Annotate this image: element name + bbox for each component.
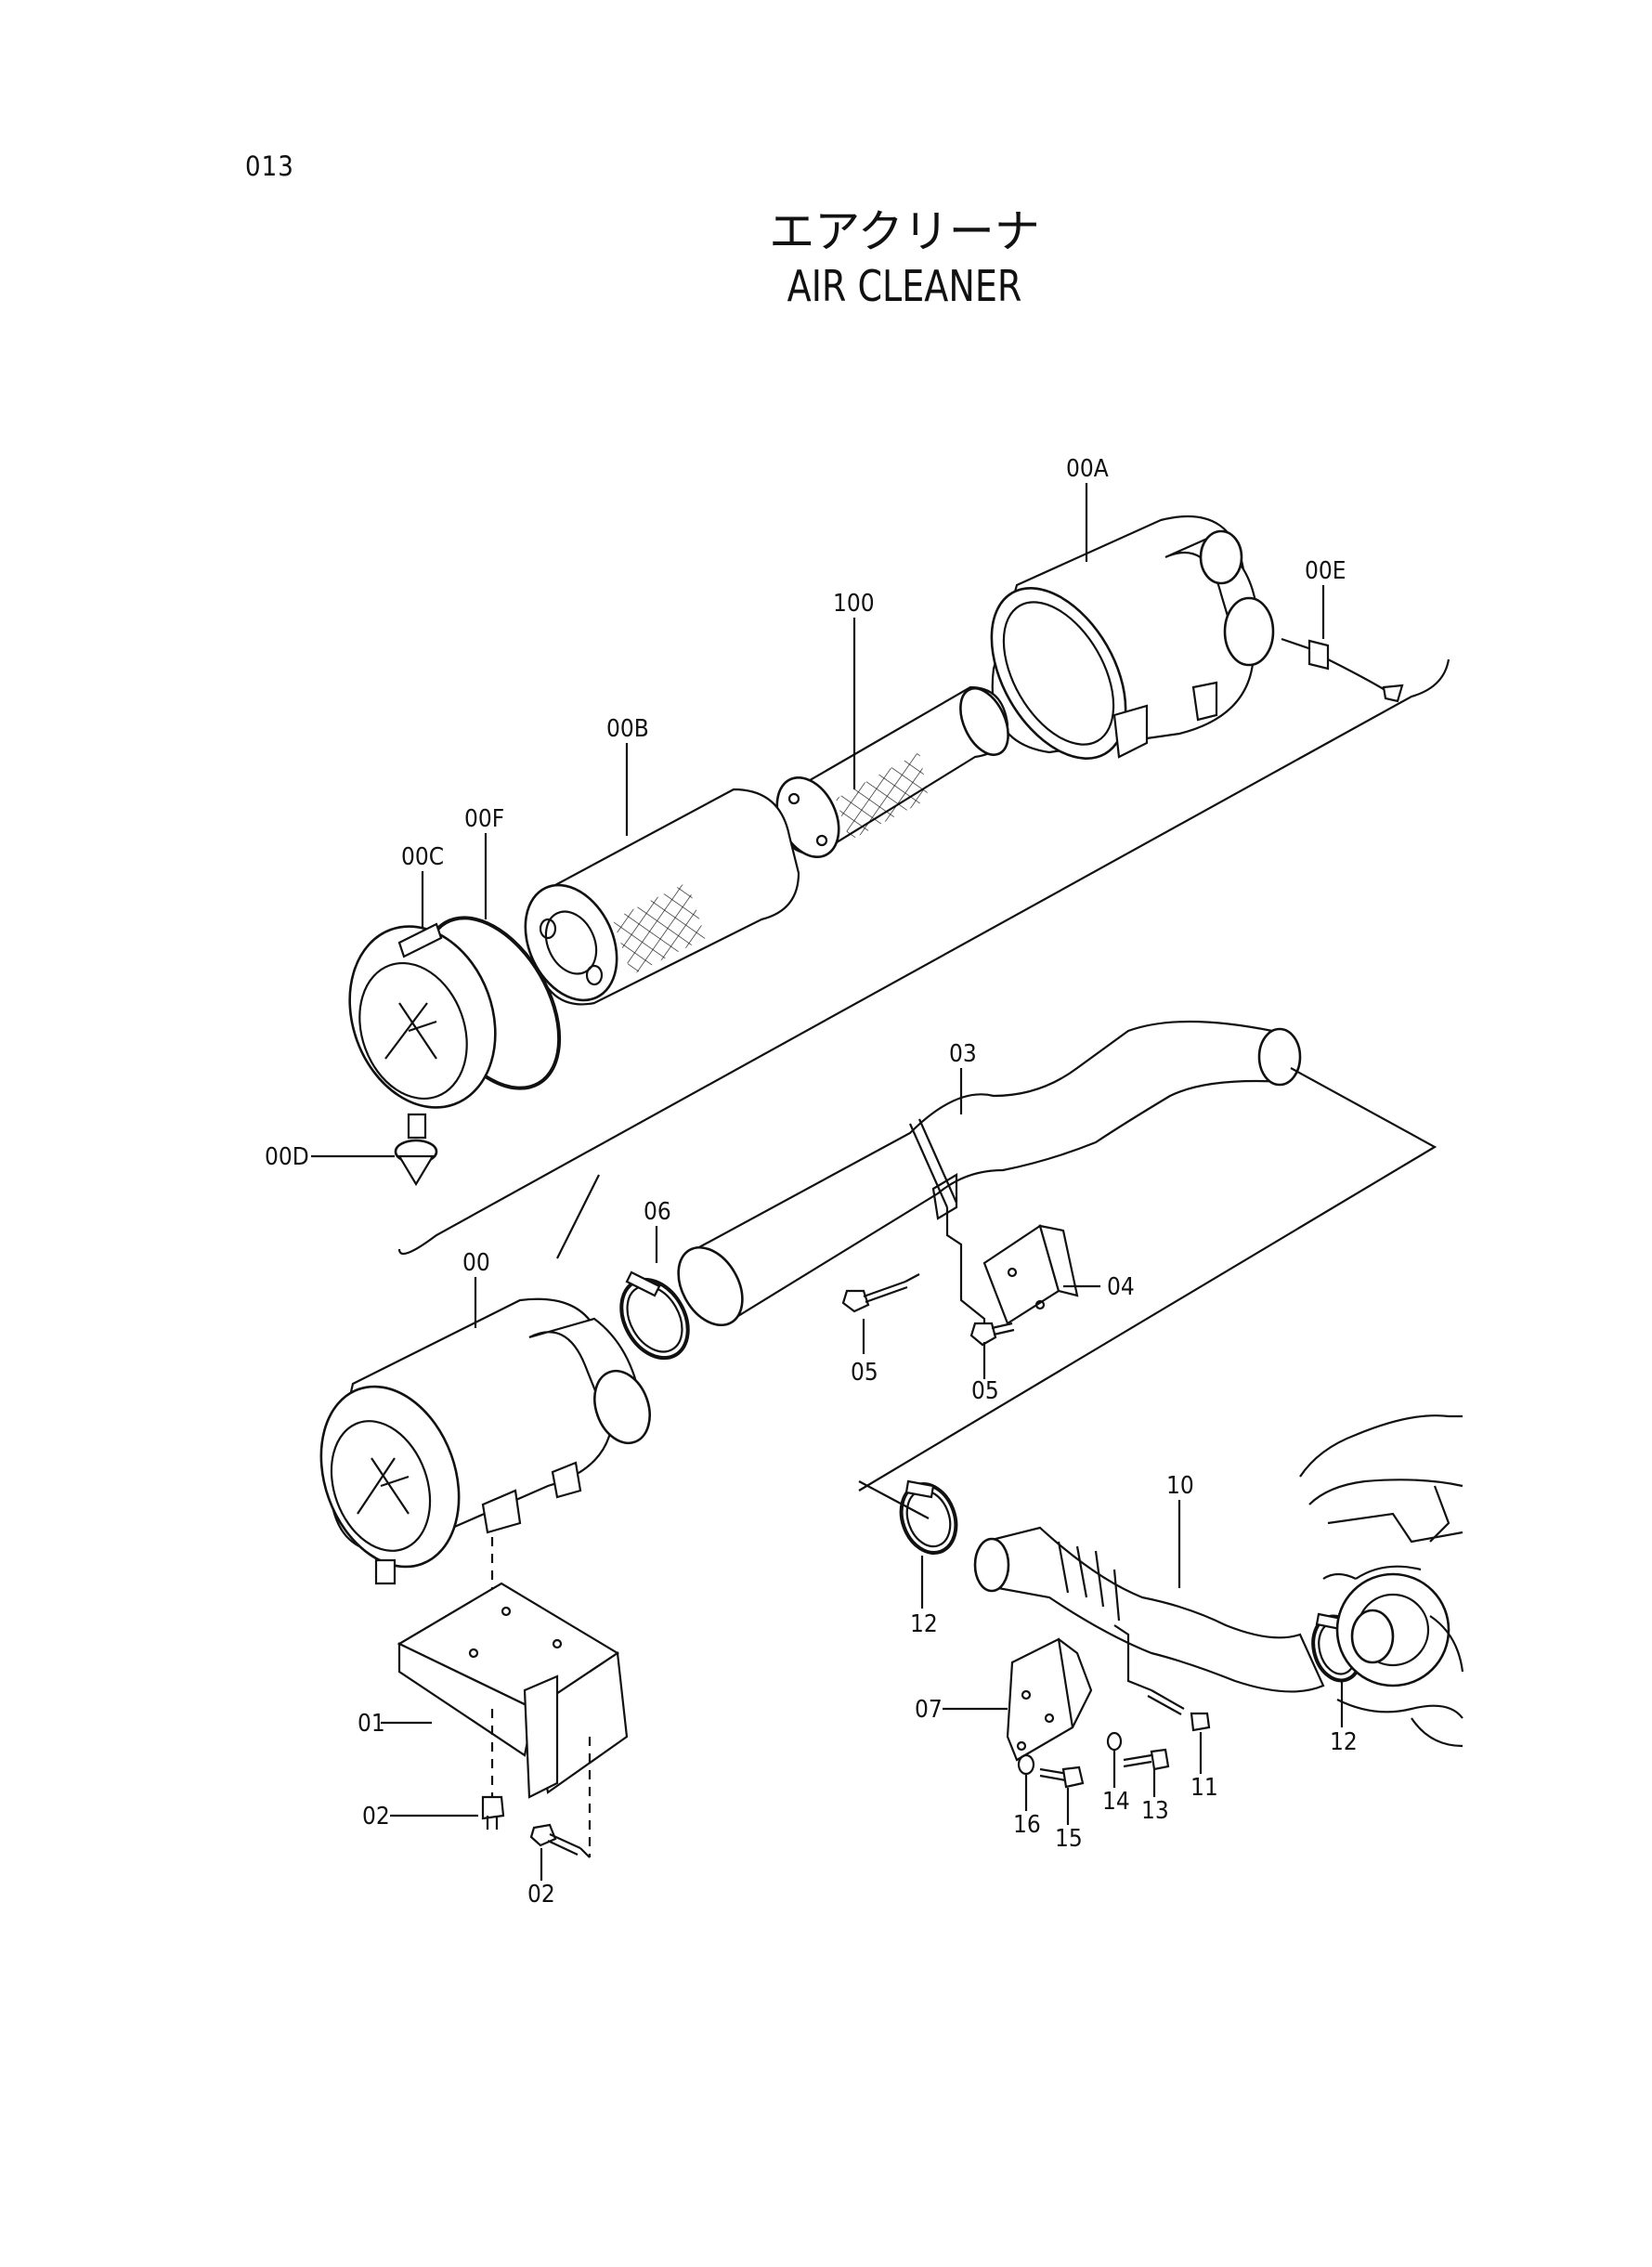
housing-00a	[990, 515, 1275, 760]
page-number: 013	[245, 150, 294, 182]
label-100: 100	[833, 590, 875, 618]
air-cleaner-assembly-00	[319, 1297, 651, 1585]
label-10: 10	[1166, 1472, 1194, 1500]
bolt-15	[1039, 1765, 1085, 1789]
label-12-left: 12	[910, 1610, 938, 1638]
hose-10	[973, 1526, 1325, 1693]
label-07: 07	[915, 1696, 943, 1724]
bracket-04	[945, 1207, 1079, 1337]
label-06: 06	[644, 1198, 671, 1226]
label-02-left: 02	[362, 1803, 390, 1831]
bolt-13	[1123, 1748, 1170, 1771]
label-00: 00	[462, 1249, 490, 1277]
label-00d: 00D	[265, 1143, 309, 1171]
label-02-right: 02	[527, 1881, 555, 1909]
label-13: 13	[1141, 1797, 1169, 1825]
label-00e: 00E	[1305, 557, 1346, 585]
title-japanese: エアクリーナ	[769, 205, 1040, 258]
label-00c: 00C	[401, 843, 444, 871]
mount-bracket-01	[397, 1582, 629, 1799]
label-05-left: 05	[851, 1359, 878, 1387]
label-11: 11	[1190, 1774, 1218, 1802]
bracket-07	[1006, 1637, 1093, 1762]
label-00b: 00B	[606, 715, 649, 743]
label-04: 04	[1107, 1273, 1135, 1301]
bolt-02-left	[481, 1795, 505, 1830]
section-boundary-lower	[858, 1480, 930, 1519]
hose-03-leader-right	[858, 1067, 1437, 1492]
cap-00c	[348, 922, 497, 1140]
sensor-00e	[1281, 637, 1404, 703]
section-boundary-upper-tick	[556, 1174, 600, 1259]
turbocharger-engine-sketch	[1299, 1414, 1464, 1748]
label-05-right: 05	[971, 1377, 999, 1405]
bolt-05-left	[841, 1273, 920, 1313]
label-15: 15	[1055, 1825, 1083, 1853]
washer-14	[1106, 1731, 1123, 1752]
label-16: 16	[1013, 1811, 1041, 1839]
label-00a: 00A	[1066, 455, 1109, 483]
section-boundary-upper	[397, 658, 1450, 1256]
label-12-right: 12	[1330, 1728, 1358, 1756]
leader-lines	[311, 483, 1344, 1881]
bolt-02-right	[529, 1823, 591, 1858]
title-english: AIR CLEANER	[787, 261, 1022, 311]
label-00f: 00F	[464, 805, 504, 833]
bolt-11	[1147, 1689, 1211, 1732]
clamp-12-left	[899, 1479, 958, 1555]
bolt-05-right	[969, 1322, 1015, 1347]
hose-03	[677, 1020, 1302, 1327]
label-14: 14	[1102, 1788, 1130, 1816]
label-03: 03	[949, 1040, 977, 1068]
washer-16	[1017, 1753, 1035, 1776]
label-01: 01	[358, 1710, 385, 1738]
clamp-06	[619, 1270, 690, 1361]
valve-00d	[394, 1139, 438, 1187]
filter-element-100	[775, 685, 1009, 859]
filter-element-00b	[524, 788, 800, 1006]
